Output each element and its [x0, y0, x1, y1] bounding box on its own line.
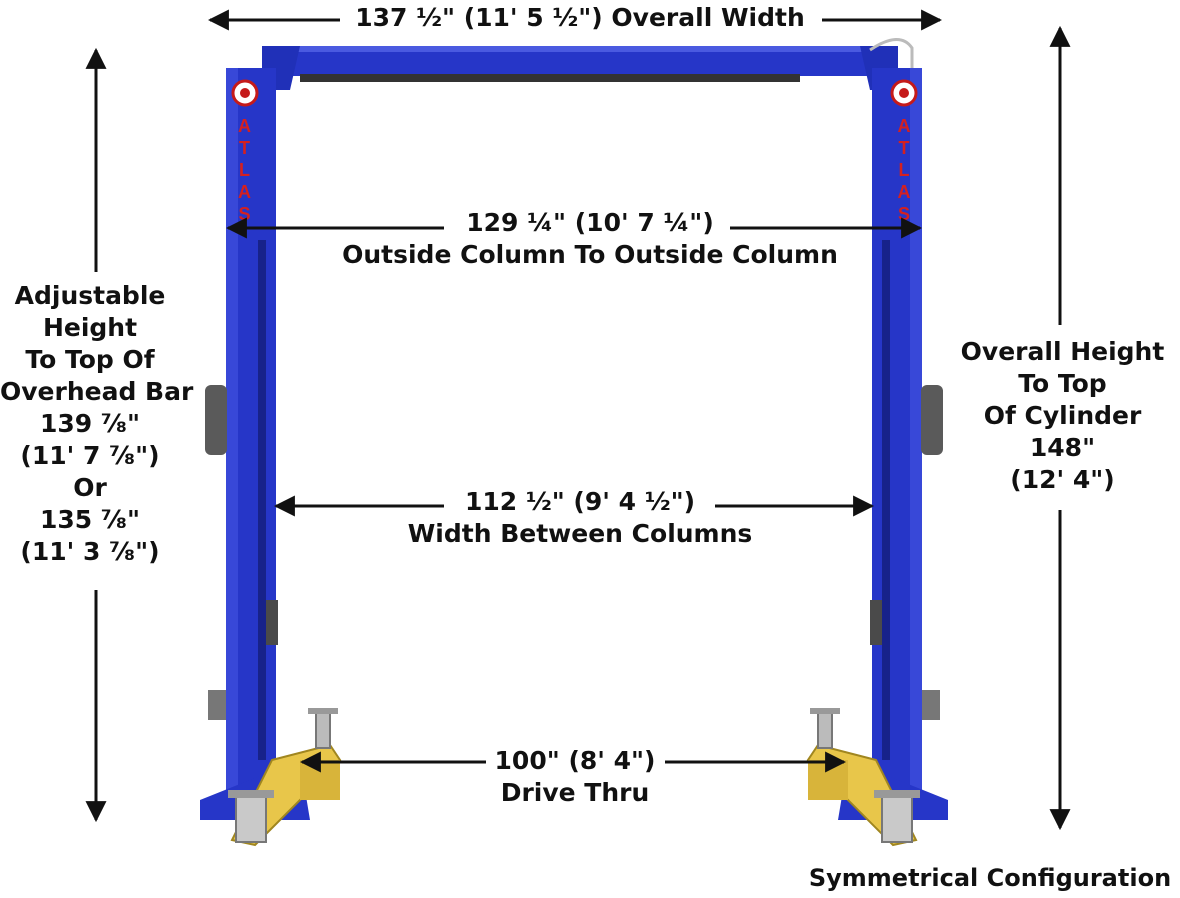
adjustable-height-line: (11' 7 ⁷⁄₈")	[20, 441, 160, 470]
adjustable-height-line: 139 ⁷⁄₈"	[40, 409, 140, 438]
overall-height-line: 148"	[1029, 433, 1096, 462]
overall-width-label: 137 ½" (11' 5 ½") Overall Width	[320, 2, 840, 34]
overall-width-text: 137 ½" (11' 5 ½") Overall Width	[355, 3, 805, 32]
drive-thru-label: 100" (8' 4") Drive Thru	[430, 745, 720, 809]
between-columns-caption: Width Between Columns	[407, 519, 753, 548]
adjustable-height-line: Adjustable	[14, 281, 166, 310]
right-column	[838, 68, 948, 820]
adjustable-height-line: (11' 3 ⁷⁄₈")	[20, 537, 160, 566]
adjustable-height-line: Overhead Bar	[0, 377, 194, 406]
outside-columns-measure: 129 ¼" (10' 7 ¼")	[466, 208, 714, 237]
drive-thru-measure: 100" (8' 4")	[494, 746, 656, 775]
adjustable-height-line: To Top Of	[25, 345, 155, 374]
overhead-bar	[262, 38, 914, 90]
adjustable-height-line: Height	[42, 313, 138, 342]
adjustable-height-label: Adjustable Height To Top Of Overhead Bar…	[0, 280, 194, 568]
overall-height-line: Overall Height	[960, 337, 1165, 366]
left-column	[200, 68, 310, 820]
outside-columns-caption: Outside Column To Outside Column	[342, 240, 838, 269]
overall-height-label: Overall Height To Top Of Cylinder 148" (…	[960, 336, 1165, 496]
configuration-caption: Symmetrical Configuration	[800, 862, 1180, 894]
atlas-logo-right	[890, 79, 918, 107]
configuration-text: Symmetrical Configuration	[808, 864, 1172, 892]
between-columns-measure: 112 ½" (9' 4 ½")	[464, 487, 696, 516]
adjustable-height-line: 135 ⁷⁄₈"	[40, 505, 140, 534]
atlas-logo-left	[231, 79, 259, 107]
overall-height-line: (12' 4")	[1010, 465, 1115, 494]
adjustable-height-line: Or	[73, 473, 107, 502]
overall-height-line: To Top	[1018, 369, 1107, 398]
overall-height-line: Of Cylinder	[983, 401, 1142, 430]
drive-thru-caption: Drive Thru	[500, 778, 650, 807]
outside-columns-label: 129 ¼" (10' 7 ¼") Outside Column To Outs…	[330, 207, 850, 271]
between-columns-label: 112 ½" (9' 4 ½") Width Between Columns	[330, 486, 830, 550]
